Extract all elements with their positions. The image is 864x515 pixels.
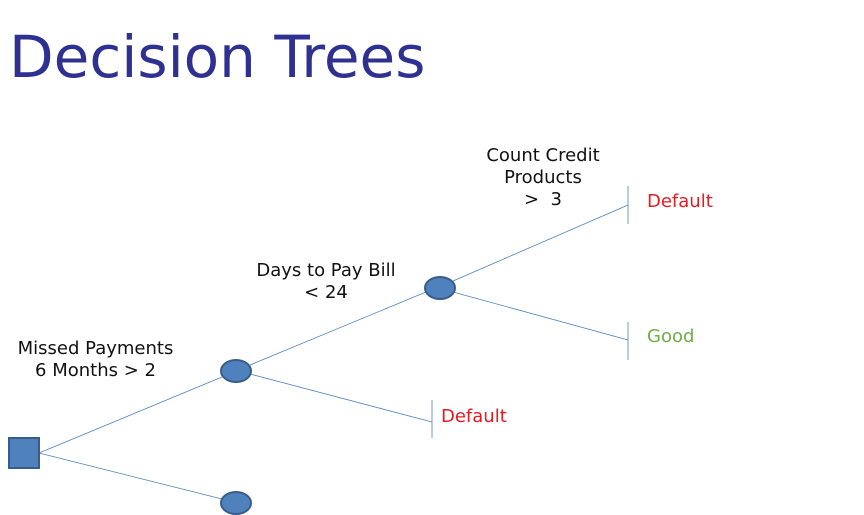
page-title: Decision Trees (9, 23, 426, 91)
split-label-count-credit-line1: Count Credit (486, 145, 600, 166)
chance-node-lower (220, 491, 252, 515)
edge-days-node-to-good (452, 291, 629, 341)
split-label-missed-payments-line1: Missed Payments (17, 338, 174, 359)
split-label-count-credit: Count Credit Products > 3 (473, 145, 613, 211)
split-label-days-to-pay-line2: < 24 (304, 282, 348, 303)
outcome-lower-default: Default (441, 406, 507, 427)
split-label-days-to-pay: Days to Pay Bill < 24 (246, 260, 406, 304)
edge-missed-payments-to-days-node (249, 291, 427, 366)
edge-missed-payments-to-default (249, 373, 433, 423)
split-label-count-credit-line2: Products (504, 167, 582, 188)
edge-days-node-to-default (452, 204, 629, 282)
split-label-count-credit-line3: > 3 (524, 189, 562, 210)
outcome-top-default: Default (647, 191, 713, 212)
chance-node-days-to-pay (424, 276, 456, 300)
edge-root-to-missed-payments (38, 376, 223, 454)
split-label-days-to-pay-line1: Days to Pay Bill (256, 260, 396, 281)
root-decision-node (8, 437, 40, 469)
outcome-good: Good (647, 326, 695, 347)
chance-node-missed-payments (220, 359, 252, 383)
edge-root-to-lower-node (38, 452, 223, 500)
split-label-missed-payments: Missed Payments 6 Months > 2 (8, 338, 183, 382)
split-label-missed-payments-line2: 6 Months > 2 (35, 360, 156, 381)
